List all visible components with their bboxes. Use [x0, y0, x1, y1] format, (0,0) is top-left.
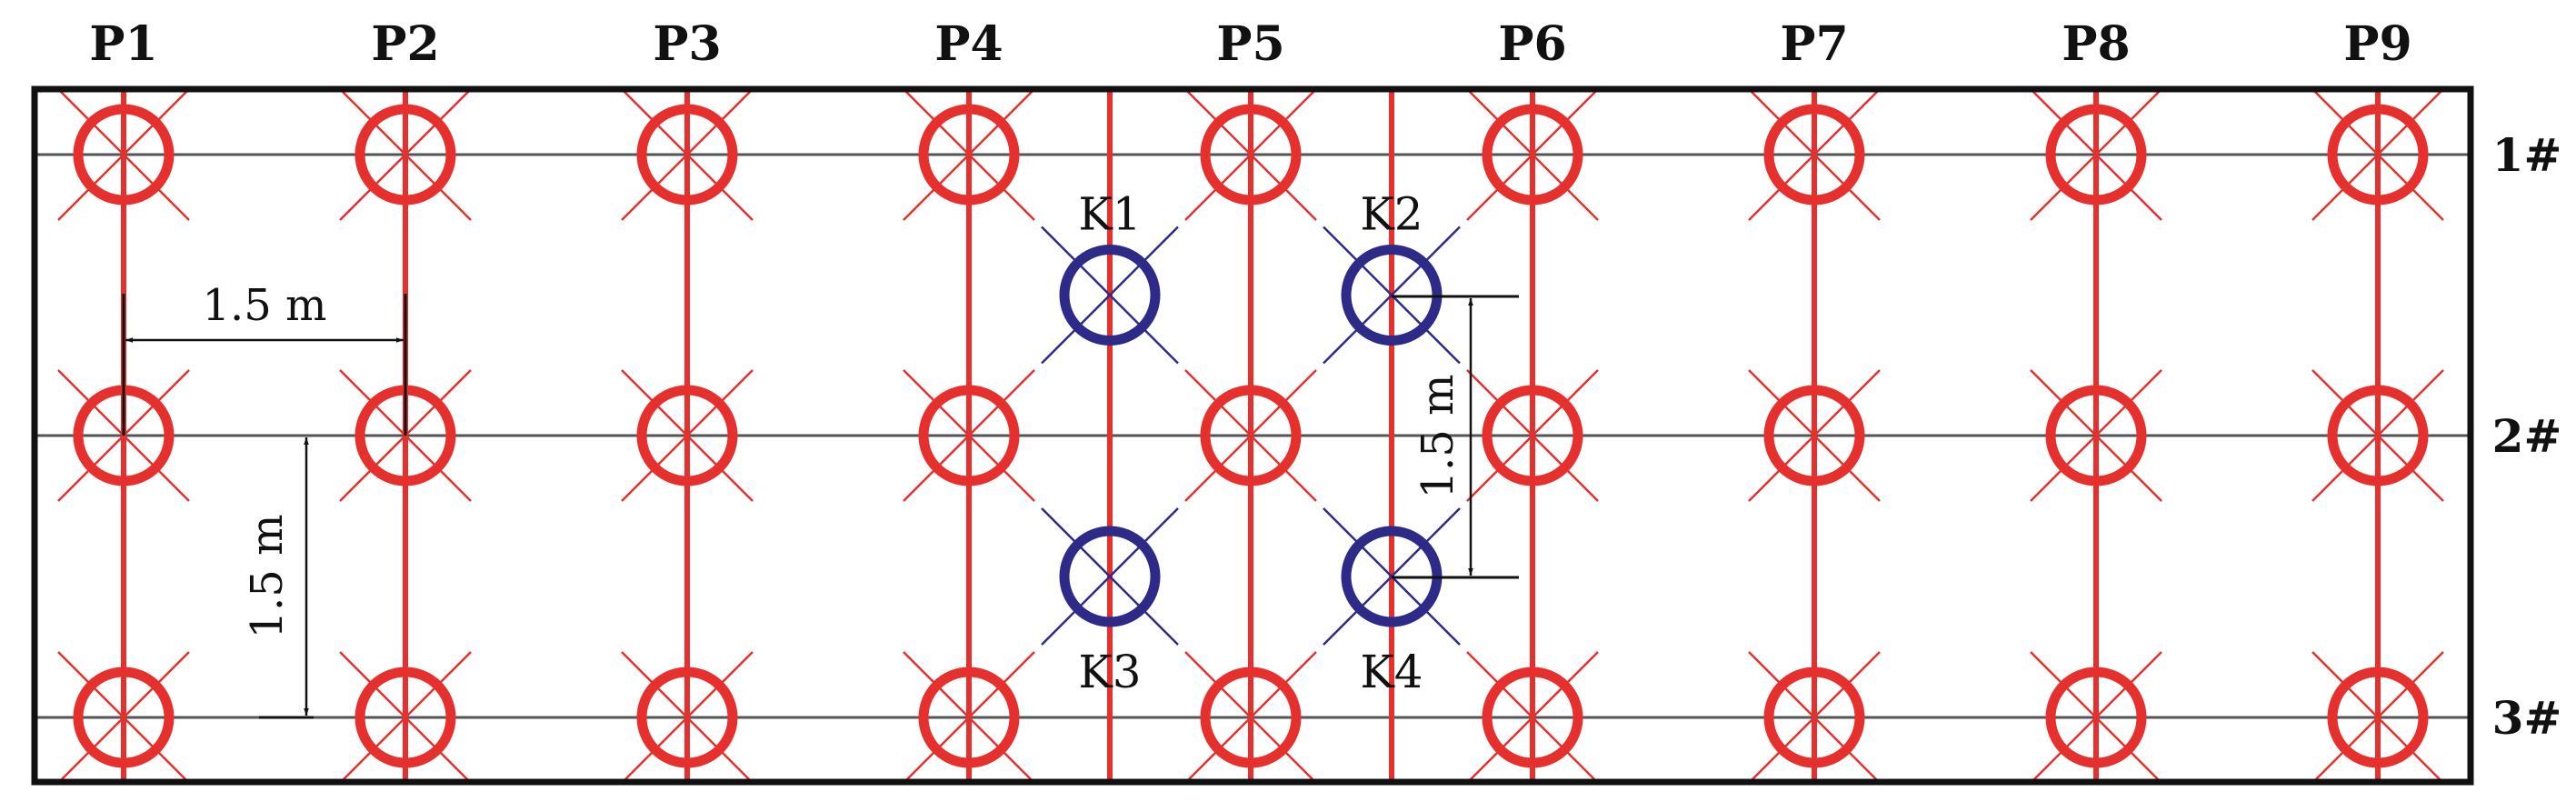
column-label: P5 — [1216, 16, 1284, 72]
p-hole-circle — [2327, 667, 2429, 768]
p-hole-cross-line — [2030, 651, 2162, 784]
p-hole-circle — [73, 104, 175, 206]
p-hole-circle — [1763, 667, 1865, 768]
p-hole-circle — [1200, 104, 1302, 206]
p-hole-cross-line — [57, 651, 190, 784]
row-label: 1# — [2492, 128, 2562, 182]
column-label: P2 — [371, 16, 439, 72]
p-hole-circle — [354, 104, 456, 206]
p-hole-cross-line — [1748, 88, 1881, 221]
p-hole-cross-line — [2030, 88, 2162, 221]
p-hole-circle — [918, 385, 1020, 486]
p-hole-cross-line — [57, 88, 190, 221]
p-hole-cross-line — [2311, 88, 2444, 221]
p-hole-cross-line — [1466, 88, 1599, 221]
p-hole-circle — [1200, 667, 1302, 768]
p-hole-circle — [636, 667, 738, 768]
k-hole-label: K3 — [1078, 646, 1141, 698]
p-hole-cross-line — [2311, 369, 2444, 502]
p-hole-cross-line — [1184, 651, 1317, 784]
p-hole-cross-line — [1184, 88, 1317, 221]
column-label: P3 — [653, 16, 721, 72]
row-label: 2# — [2492, 409, 2562, 463]
p-hole-circle — [2045, 104, 2147, 206]
p-hole-circle — [1200, 385, 1302, 486]
p-hole-cross-line — [1748, 651, 1881, 784]
p-hole-cross-line — [903, 651, 1035, 784]
k-hole-circle — [1059, 526, 1161, 627]
p-hole-circle — [2327, 385, 2429, 486]
p-hole-circle — [918, 104, 1020, 206]
p-hole-cross-line — [2311, 651, 2444, 784]
p-hole-cross-line — [903, 369, 1035, 502]
p-hole-circle — [1763, 104, 1865, 206]
row-spacing-label: 1.5 m — [242, 514, 293, 638]
p-hole-circle — [636, 385, 738, 486]
p-hole-cross-line — [621, 651, 754, 784]
p-hole-cross-line — [339, 651, 472, 784]
frame-border — [31, 85, 2474, 786]
p-hole-cross-line — [1466, 651, 1599, 784]
p-hole-circle — [2045, 667, 2147, 768]
p-hole-cross-line — [621, 369, 754, 502]
k-hole-circle — [1059, 245, 1161, 346]
column-label: P7 — [1780, 16, 1848, 72]
k-hole-label: K4 — [1360, 646, 1423, 698]
p-hole-circle — [1482, 104, 1583, 206]
p-hole-circle — [1763, 385, 1865, 486]
k-hole-label: K1 — [1078, 188, 1141, 241]
p-hole-circle — [918, 667, 1020, 768]
p-hole-circle — [1482, 667, 1583, 768]
column-label: P1 — [89, 16, 157, 72]
column-label: P8 — [2062, 16, 2130, 72]
p-hole-cross-line — [2030, 369, 2162, 502]
p-hole-circle — [636, 104, 738, 206]
p-hole-cross-line — [1748, 369, 1881, 502]
k-hole-label: K2 — [1360, 188, 1423, 241]
p-hole-circle — [1482, 385, 1583, 486]
column-label: P4 — [934, 16, 1003, 72]
k-hole-cross-line — [1041, 507, 1179, 646]
p-hole-cross-line — [621, 88, 754, 221]
p-hole-circle — [73, 667, 175, 768]
col-spacing-label: 1.5 m — [202, 280, 326, 331]
p-hole-circle — [354, 667, 456, 768]
p-hole-cross-line — [339, 88, 472, 221]
p-hole-cross-line — [903, 88, 1035, 221]
row-label: 3# — [2492, 691, 2562, 745]
p-hole-circle — [2327, 104, 2429, 206]
p-hole-cross-line — [1466, 369, 1599, 502]
column-label: P9 — [2343, 16, 2411, 72]
k-spacing-label: 1.5 m — [1413, 374, 1463, 498]
p-hole-circle — [2045, 385, 2147, 486]
k-hole-cross-line — [1041, 226, 1179, 365]
p-hole-cross-line — [1184, 369, 1317, 502]
column-label: P6 — [1498, 16, 1566, 72]
